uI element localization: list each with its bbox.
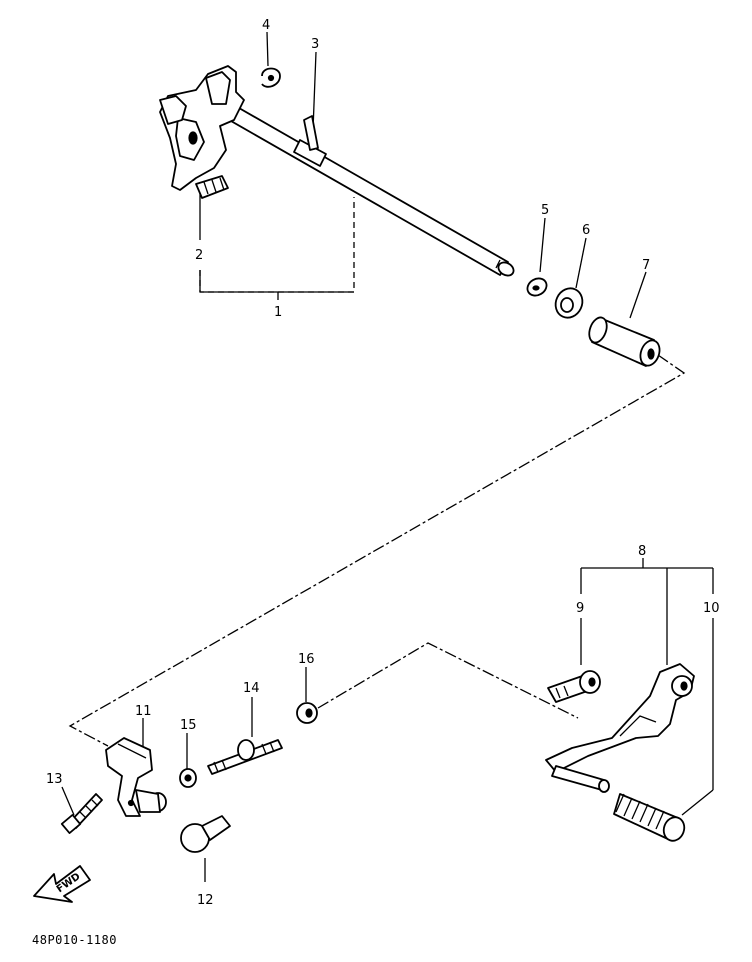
label-part-1: 1 (274, 305, 282, 320)
nut-part-16 (296, 702, 318, 724)
bolt-part-13 (60, 793, 103, 834)
label-part-9: 9 (576, 601, 584, 616)
ball-joint-part-12 (180, 815, 231, 853)
ball-joint-part-9 (547, 670, 601, 703)
leader-lines (61, 31, 714, 882)
collar-part-7 (588, 316, 661, 367)
part-labels: 1 2 3 4 5 6 7 8 9 10 11 12 13 14 15 16 (46, 18, 720, 908)
label-part-10: 10 (703, 601, 720, 616)
shift-pedal-part-8 (545, 663, 695, 793)
label-part-16: 16 (298, 652, 315, 667)
label-part-8: 8 (638, 544, 646, 559)
label-part-2: 2 (195, 248, 203, 263)
shift-arm-part-11 (105, 737, 167, 817)
label-part-4: 4 (262, 18, 270, 33)
oil-seal-part-6 (554, 287, 584, 319)
label-part-12: 12 (197, 893, 214, 908)
peg-rubber-part-10 (613, 793, 686, 842)
label-part-6: 6 (582, 223, 590, 238)
label-part-3: 3 (311, 37, 319, 52)
washer-part-5 (526, 277, 548, 297)
forward-arrow-icon: FWD (33, 865, 91, 903)
diagram-code: 48P010-1180 (32, 933, 117, 947)
circlip-part-4 (261, 67, 281, 88)
label-part-15: 15 (180, 718, 197, 733)
shift-shaft-assembly (159, 65, 515, 277)
label-part-14: 14 (243, 681, 260, 696)
nut-part-15 (179, 768, 197, 788)
shift-rod-part-14 (207, 739, 283, 775)
label-part-11: 11 (135, 704, 152, 719)
label-part-5: 5 (541, 203, 549, 218)
label-part-13: 13 (46, 772, 63, 787)
label-part-7: 7 (642, 258, 650, 273)
